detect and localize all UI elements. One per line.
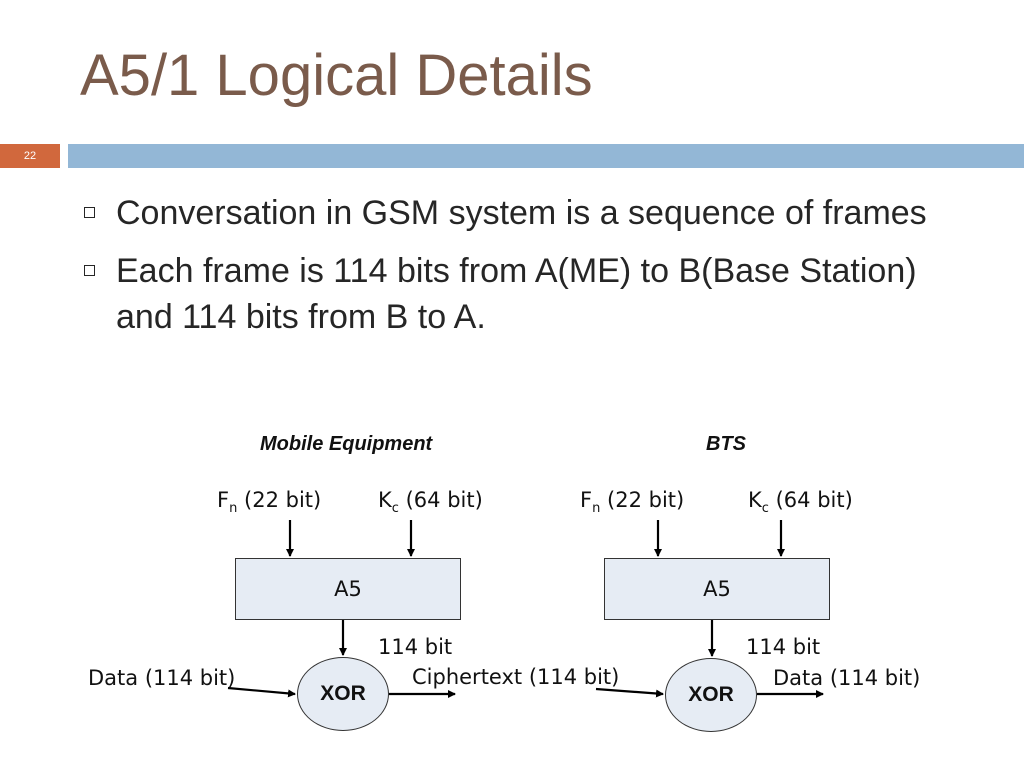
right-output-label: Data (114 bit) xyxy=(773,666,921,690)
bullet-item: Each frame is 114 bits from A(ME) to B(B… xyxy=(82,248,982,340)
right-xor-node: XOR xyxy=(665,658,757,732)
left-input-arrow xyxy=(227,686,296,698)
right-input-arrow xyxy=(595,687,664,698)
left-kc-label: Kc (64 bit) xyxy=(378,488,483,517)
bts-heading: BTS xyxy=(706,433,746,455)
left-input-label: Data (114 bit) xyxy=(88,666,236,690)
bullet-list: Conversation in GSM system is a sequence… xyxy=(82,190,982,352)
left-fn-label: Fn (22 bit) xyxy=(217,488,322,517)
square-bullet-icon xyxy=(84,207,95,218)
left-a5-box: A5 xyxy=(235,558,461,620)
page-number: 22 xyxy=(0,144,60,168)
left-xor-node: XOR xyxy=(297,657,389,731)
title-rule xyxy=(68,144,1024,168)
bullet-item: Conversation in GSM system is a sequence… xyxy=(82,190,982,236)
right-kc-label: Kc (64 bit) xyxy=(748,488,853,517)
left-keystream-label: 114 bit xyxy=(378,635,453,659)
bullet-text: Conversation in GSM system is a sequence… xyxy=(116,194,927,232)
slide-title: A5/1 Logical Details xyxy=(80,43,593,108)
mobile-equipment-heading: Mobile Equipment xyxy=(260,433,433,455)
right-a5-box: A5 xyxy=(604,558,830,620)
right-fn-label: Fn (22 bit) xyxy=(580,488,685,517)
bullet-text: Each frame is 114 bits from A(ME) to B(B… xyxy=(116,252,917,336)
left-output-label: Ciphertext (114 bit) xyxy=(412,665,620,689)
right-keystream-label: 114 bit xyxy=(746,635,821,659)
square-bullet-icon xyxy=(84,265,95,276)
